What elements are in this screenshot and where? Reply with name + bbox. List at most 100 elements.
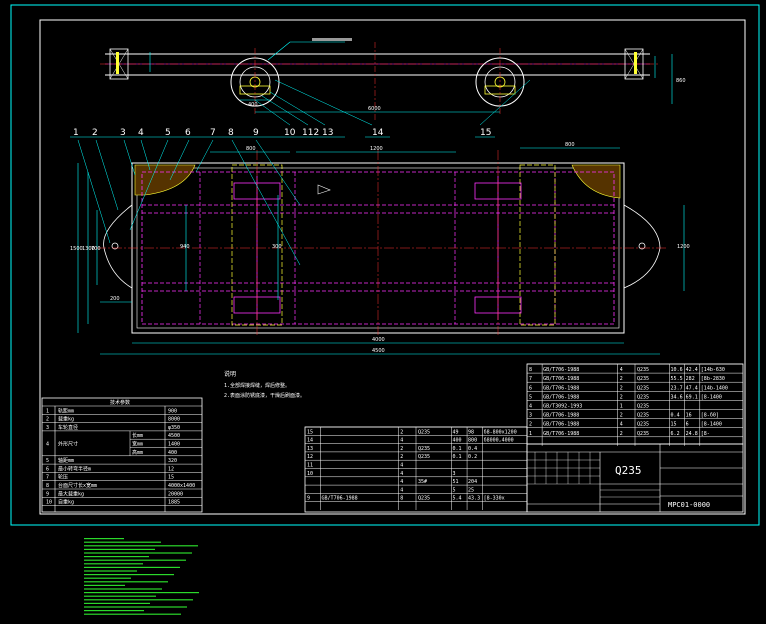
- spec-row-name: 最小转弯半径m: [58, 465, 91, 472]
- notes-line-1: 1.全部焊接焊缝，焊后修整。: [224, 382, 290, 389]
- plan-leader-9: [255, 139, 301, 206]
- title-block-drawing-no: MPC01-0000: [668, 501, 710, 509]
- green-note-line: [84, 595, 156, 597]
- plan-dim-800-left-label: 800: [246, 146, 256, 152]
- leader-112: [261, 95, 309, 126]
- bom-row-qty: 8: [400, 496, 403, 502]
- bom-row-qty: 2: [620, 376, 623, 382]
- side-dim-6000-label: 6000: [368, 106, 381, 112]
- bom-row-qty: 2: [400, 429, 403, 435]
- spec-row-value: 1885: [168, 500, 180, 506]
- bom-row-unit-weight: 0.1: [453, 454, 462, 460]
- plan-dim-1500-label: 1500: [70, 246, 83, 252]
- plan-leader-3: [123, 139, 136, 176]
- spec-row-no: 5: [46, 458, 49, 464]
- bom-row-total-weight: 69.1: [686, 394, 698, 400]
- bom-row-material: Q235: [637, 404, 649, 410]
- spec-row-value: 320: [168, 458, 177, 464]
- spec-table-title: 技术参数: [110, 399, 130, 406]
- balloon-5: 5: [165, 128, 171, 138]
- bom-row-no: 15: [307, 429, 313, 435]
- plan-dim-200-label: 200: [110, 296, 120, 302]
- spec-row-name: 载重kg: [58, 416, 74, 423]
- drawing-notes: 说明 1.全部焊接焊缝，焊后修整。 2.表面涂防锈底漆，干燥后刷面漆。: [224, 370, 305, 399]
- balloon-4: 4: [138, 128, 144, 138]
- bom-row-material: Q235: [418, 454, 430, 460]
- side-leader-annotation: [312, 38, 352, 41]
- spec-row-value: 4000x1400: [168, 483, 195, 489]
- spec-row-name: 自重kg: [58, 499, 74, 506]
- bom-row-no: 7: [529, 376, 532, 382]
- green-note-line: [84, 570, 137, 572]
- spec-row-name: 轴距mm: [58, 457, 74, 464]
- green-note-line: [84, 548, 155, 550]
- bom-row-no: 10: [307, 471, 313, 477]
- sheet-inner-border: [39, 19, 746, 515]
- bom-row-no: 12: [307, 454, 313, 460]
- plan-right-axle-box: [519, 164, 556, 326]
- plan-right-hitch: [638, 242, 646, 250]
- bom-row-name: GB/T706-1988: [322, 496, 358, 502]
- green-note-line: [84, 599, 193, 601]
- balloon-2: 2: [92, 128, 98, 138]
- balloon-row: 1 2 3 4 5 6 7 8 9 10 112 13 14 15: [70, 128, 495, 138]
- bom-row-qty: 2: [620, 385, 623, 391]
- plan-dim-4500-label: 4500: [372, 348, 385, 354]
- balloon-7: 7: [210, 128, 216, 138]
- notes-line-2: 2.表面涂防锈底漆，干燥后刷面漆。: [224, 392, 305, 399]
- plan-dim-1200-right-label: 1200: [677, 244, 690, 250]
- balloon-14: 14: [372, 128, 384, 138]
- balloon-3: 3: [120, 128, 126, 138]
- spec-sub-value: 400: [168, 450, 177, 456]
- bom-row-name: GB/T706-1988: [543, 385, 579, 391]
- bom-row-unit-weight: 51: [453, 479, 459, 485]
- green-note-line: [84, 610, 144, 612]
- bom-row-qty: 1: [620, 404, 623, 410]
- plan-leader-8: [231, 139, 301, 266]
- bom-row-material: Q235: [637, 394, 649, 400]
- bom-row-qty: 4: [400, 471, 403, 477]
- bom-row-material: Q235: [637, 413, 649, 419]
- plan-leader-6: [169, 139, 190, 181]
- bom-row-total-weight: 16: [686, 413, 692, 419]
- green-note-line: [84, 538, 124, 540]
- green-note-line: [84, 577, 131, 579]
- bom-row-unit-weight: 5: [453, 487, 456, 493]
- bom-row-unit-weight: 55.5: [671, 376, 683, 382]
- side-left-end-yellow: [116, 52, 119, 74]
- bom-row-total-weight: 800: [468, 438, 477, 444]
- spec-table-frame: [41, 397, 203, 513]
- bom-row-note: [8-: [701, 431, 710, 437]
- plan-leader-4: [140, 139, 151, 171]
- green-note-line: [84, 584, 125, 586]
- bom-row-name: GB/T706-1988: [543, 431, 579, 437]
- spec-row-no: 2: [46, 417, 49, 423]
- bom-row-material: Q235: [418, 446, 430, 452]
- green-note-line: [84, 588, 162, 590]
- bom-row-unit-weight: 15: [671, 422, 677, 428]
- bom-row-unit-weight: 5.4: [453, 496, 462, 502]
- green-note-line: [84, 559, 186, 561]
- bom-row-unit-weight: 0.4: [671, 413, 680, 419]
- bom-row-qty: 4: [620, 422, 623, 428]
- spec-row-no: 6: [46, 466, 49, 472]
- spec-row-no: 7: [46, 475, 49, 481]
- bom-row-qty: 4: [400, 463, 403, 469]
- bom-row-no: 4: [529, 404, 532, 410]
- title-block-frame: [526, 443, 744, 513]
- side-right-buffer: [624, 48, 644, 80]
- spec-row-value: φ350: [168, 425, 180, 431]
- side-view: 6000 400 860: [100, 38, 686, 126]
- green-note-line: [84, 545, 198, 547]
- spec-row-name: 最大载重kg: [58, 490, 84, 497]
- side-dim-400-label: 400: [248, 102, 258, 108]
- spec-row-value: 12: [168, 466, 174, 472]
- side-left-buffer: [109, 48, 129, 80]
- bom-row-no: 9: [307, 496, 310, 502]
- bom-row-name: GB/T706-1988: [543, 394, 579, 400]
- bom-row-qty: 4: [620, 367, 623, 373]
- plan-dim-940-label: 940: [180, 244, 190, 250]
- bom-row-unit-weight: 10.6: [671, 367, 683, 373]
